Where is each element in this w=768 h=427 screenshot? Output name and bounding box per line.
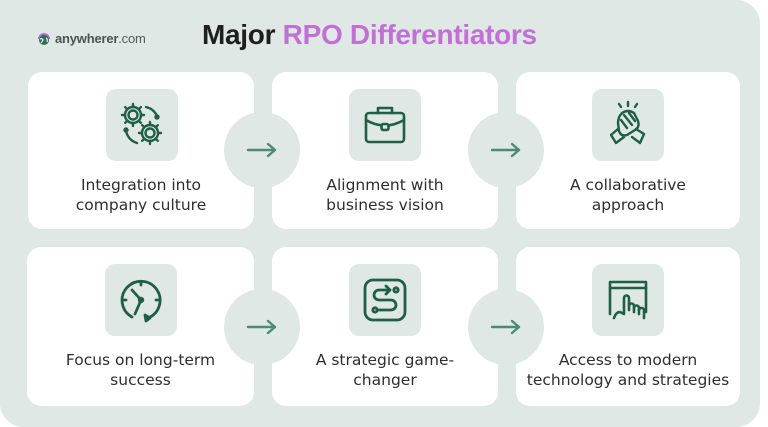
icon-box: [592, 89, 664, 161]
arrow-right-icon: [246, 319, 277, 335]
gears-icon: [120, 102, 163, 146]
arrow-right-icon: [490, 319, 521, 335]
page-title: Major RPO Differentiators: [202, 19, 537, 51]
card-label: A strategic game-changer: [315, 351, 455, 389]
arrow-right-icon: [490, 142, 521, 158]
clock-icon: [120, 279, 162, 323]
brand-name: anywherer.com: [55, 30, 146, 46]
strategy-path-icon: [363, 278, 407, 322]
card-game-changer: A strategic game-changer: [272, 247, 498, 406]
connector-5-6: [468, 289, 544, 365]
icon-box: [349, 264, 421, 336]
arrow-right-icon: [246, 142, 277, 158]
title-accent: RPO Differentiators: [282, 19, 537, 50]
connector-1-2: [224, 112, 300, 188]
brand-logo: anywherer.com: [36, 30, 146, 46]
globe-icon: [38, 33, 50, 45]
connector-2-3: [468, 112, 544, 188]
title-plain: Major: [202, 19, 276, 50]
icon-box: [106, 89, 178, 161]
icon-box: [592, 264, 664, 336]
briefcase-icon: [364, 106, 406, 144]
icon-box: [105, 264, 177, 336]
handshake-icon: [609, 100, 646, 145]
icon-box: [349, 89, 421, 161]
connector-4-5: [224, 289, 300, 365]
touch-screen-icon: [608, 280, 648, 320]
